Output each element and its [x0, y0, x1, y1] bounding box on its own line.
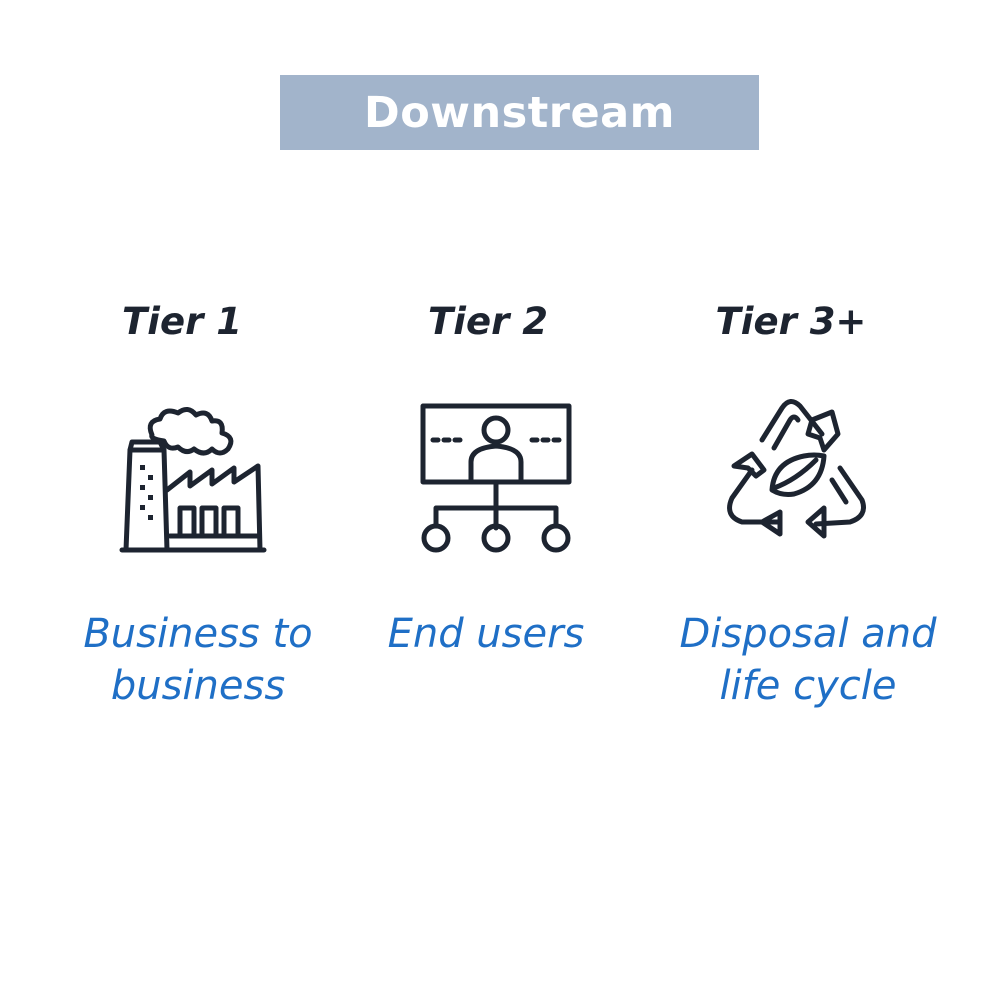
- tier-2-label: Tier 2: [428, 300, 548, 343]
- banner-title: Downstream: [364, 87, 675, 138]
- tier-1-description-line-1: Business to: [83, 611, 313, 657]
- tier-3-label: Tier 3+: [715, 300, 867, 343]
- tier-1-label: Tier 1: [122, 300, 242, 343]
- recycle-icon: [712, 390, 882, 560]
- end-users-network-icon: [411, 390, 581, 560]
- tier-2-description: End users: [326, 608, 646, 660]
- tier-1-description-line-2: business: [110, 663, 286, 709]
- tier-2-description-line-1: End users: [387, 611, 585, 657]
- tier-1-description: Business to business: [38, 608, 358, 712]
- tier-3-description-line-2: life cycle: [719, 663, 897, 709]
- downstream-banner: Downstream: [280, 75, 759, 150]
- tier-3-description: Disposal and life cycle: [648, 608, 968, 712]
- factory-icon: [112, 390, 282, 560]
- tier-3-description-line-1: Disposal and: [679, 611, 937, 657]
